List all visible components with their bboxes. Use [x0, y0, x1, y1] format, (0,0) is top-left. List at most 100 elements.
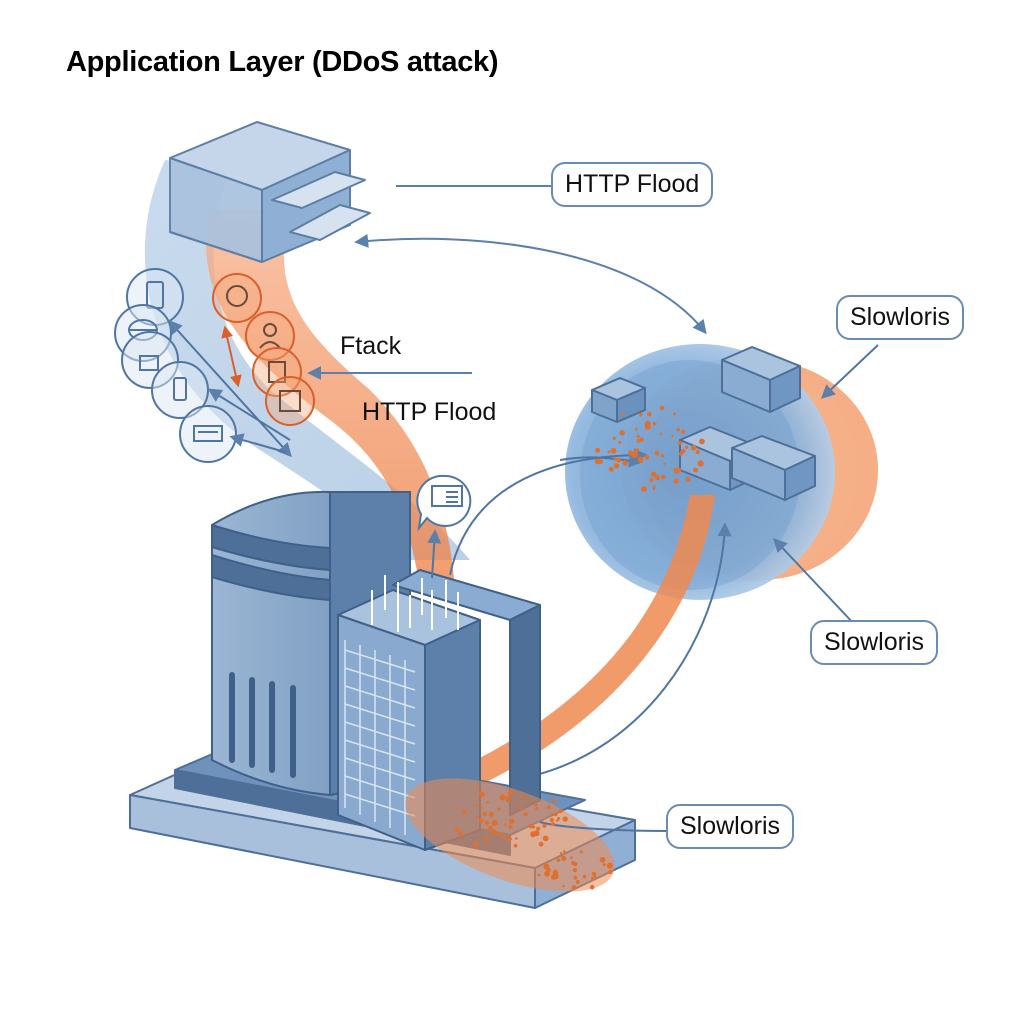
bot-face-icon [265, 376, 315, 426]
attack-particle [553, 812, 558, 817]
attack-particle [641, 486, 647, 492]
attack-particle [636, 438, 641, 443]
attack-particle [606, 862, 614, 869]
attack-particle [599, 856, 606, 863]
attack-particle [513, 843, 518, 848]
attack-particle [534, 803, 538, 807]
attack-particle [650, 471, 657, 478]
attack-particle [673, 478, 679, 484]
attack-particle [486, 800, 490, 804]
slowloris-bottom-connector [539, 821, 669, 832]
attack-particle [536, 826, 541, 831]
attack-particle [454, 827, 460, 833]
attack-particle [607, 450, 611, 454]
attack-particle [589, 884, 595, 890]
attack-particle [482, 811, 488, 817]
attack-particle [613, 457, 617, 461]
attack-particle [608, 869, 613, 875]
attacker-link-arrow [221, 325, 242, 388]
attack-particle [582, 874, 587, 879]
attack-particle [503, 823, 507, 826]
attack-particle [644, 420, 651, 427]
attack-particle [528, 824, 534, 829]
attack-particle [550, 874, 557, 880]
attack-particle [520, 793, 525, 798]
attack-traffic-stream [206, 210, 455, 590]
attack-particle [505, 795, 511, 801]
attack-particle [575, 880, 580, 884]
attack-particle [497, 831, 502, 836]
attack-particle [562, 816, 568, 822]
bot-device-4 [731, 435, 816, 501]
attack-particle [491, 829, 497, 835]
attack-particle [694, 469, 699, 473]
server-grid [344, 640, 416, 835]
attack-particle [690, 444, 697, 451]
message-up-arrow [427, 529, 442, 579]
attack-particle [542, 823, 547, 828]
attack-particle [652, 421, 657, 426]
attack-particle [620, 412, 625, 417]
proxy-botnet-arrow [354, 233, 707, 335]
attack-particle [681, 429, 686, 434]
attack-particle [608, 466, 614, 472]
attack-particle [571, 885, 577, 890]
incoming-requests [371, 575, 459, 632]
attack-particle [559, 852, 563, 855]
attack-particle [634, 448, 638, 453]
attack-particle [558, 809, 563, 814]
attack-particle [618, 441, 622, 444]
attack-particle [663, 462, 666, 465]
web-server-icon [211, 490, 411, 796]
attack-particle [671, 434, 674, 438]
attack-particle [484, 820, 490, 825]
attack-particle [613, 463, 620, 469]
chat-bubble-icon [212, 273, 262, 323]
attack-particle [652, 487, 656, 491]
attack-particle [612, 436, 616, 440]
attack-particle [579, 850, 583, 854]
attack-particle [488, 811, 494, 818]
attack-particle [699, 438, 705, 445]
attack-particle [673, 412, 676, 416]
client-arrow-2 [207, 388, 291, 441]
slowloris-top-arrow [820, 344, 879, 399]
attack-particle [676, 427, 680, 432]
attack-particle [532, 825, 536, 829]
attack-particle [649, 477, 654, 483]
attack-particle [499, 794, 506, 801]
attack-particle [594, 458, 601, 465]
attack-particle [550, 813, 553, 816]
attack-particle [549, 817, 555, 823]
attack-particle [546, 805, 551, 810]
attack-particle [542, 835, 549, 842]
attack-particle [473, 841, 479, 848]
bot-device-2 [721, 346, 801, 413]
attack-particle [680, 448, 686, 454]
attack-particle [552, 869, 559, 876]
attack-particle [677, 467, 682, 472]
client-arrow-1 [168, 319, 292, 458]
attack-particle [561, 855, 567, 862]
attack-particle [660, 454, 665, 458]
attack-particle [508, 818, 515, 825]
attack-particle [551, 822, 555, 826]
attacker-icons [212, 273, 315, 426]
callout-slowloris-top: Slowloris [836, 295, 965, 340]
attack-particle [520, 807, 525, 811]
attack-particle [475, 815, 478, 819]
attack-particle [537, 873, 541, 877]
attack-particle [487, 825, 493, 831]
attack-particle [591, 871, 597, 877]
attack-particle [591, 876, 594, 880]
attack-particle [458, 831, 464, 837]
callout-slowloris-bottom: Slowloris [666, 804, 795, 849]
attack-particle [508, 824, 513, 829]
attack-particle [697, 460, 704, 467]
attack-particle [573, 862, 578, 867]
attack-particle [628, 450, 634, 456]
attack-particle [530, 831, 537, 838]
attack-particle [678, 440, 683, 445]
request-message-icon [416, 474, 472, 532]
attack-particle [509, 789, 514, 794]
